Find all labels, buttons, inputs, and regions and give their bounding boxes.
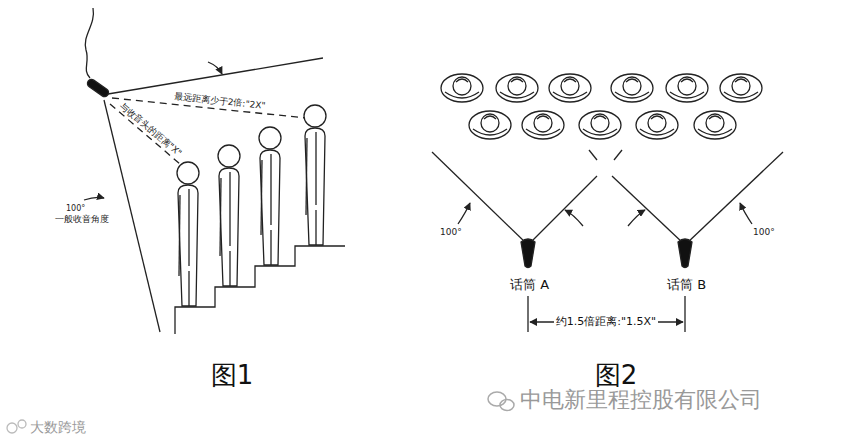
seated-person [666, 74, 708, 102]
dimension-tick [684, 296, 685, 332]
distance-label: 与收音头的距离"X" [116, 100, 185, 160]
seated-person [611, 74, 653, 102]
seated-person [694, 111, 736, 139]
angle-label: 一般收音角度 [55, 215, 109, 225]
microphone [86, 78, 110, 98]
angle-label: 100° [440, 228, 462, 238]
wechat-icon [488, 392, 514, 411]
mic-cable [85, 8, 93, 78]
seated-person [636, 111, 678, 139]
seated-person [720, 74, 762, 102]
pickup-boundary [432, 152, 527, 244]
mic-label: 话筒 B [667, 278, 706, 292]
angle-arrow [565, 210, 583, 226]
angle-arrow [208, 62, 222, 74]
microphone [678, 239, 692, 268]
standing-person [177, 162, 199, 306]
pickup-boundary [612, 176, 684, 244]
pickup-boundary [686, 152, 783, 244]
standing-person [304, 105, 326, 245]
microphone [521, 239, 535, 268]
distance-line [110, 104, 180, 164]
seated-person [549, 74, 591, 102]
seated-person [522, 111, 564, 139]
watermark: 中电新里程控股有限公司 [520, 388, 762, 412]
watermark: 大数跨境 [30, 420, 86, 435]
logo-icon [7, 420, 26, 433]
stairs [175, 246, 345, 334]
standing-person [218, 145, 240, 286]
dimension-tick [527, 296, 528, 332]
angle-arrow [628, 210, 645, 226]
angle-label: 100° [753, 228, 775, 238]
seated-person [469, 111, 511, 139]
angle-arrow [458, 203, 470, 224]
angle-arrow [84, 197, 104, 200]
seated-person [496, 74, 538, 102]
angle-label: 100° [66, 205, 85, 214]
figure-caption: 图1 [211, 361, 254, 390]
pickup-boundary [529, 176, 597, 244]
figure-2 [432, 74, 783, 332]
pickup-boundary [108, 58, 323, 94]
figure-caption: 图2 [595, 361, 638, 390]
boundary-mark [614, 150, 622, 160]
dimension-label: 约1.5倍距离:"1.5X" [554, 316, 658, 328]
standing-person [259, 127, 281, 265]
mic-label: 话筒 A [510, 278, 549, 292]
angle-arrow [740, 203, 752, 224]
boundary-mark [589, 150, 597, 160]
figure-1 [84, 8, 345, 334]
seated-person [441, 74, 483, 102]
seated-person [579, 111, 621, 139]
